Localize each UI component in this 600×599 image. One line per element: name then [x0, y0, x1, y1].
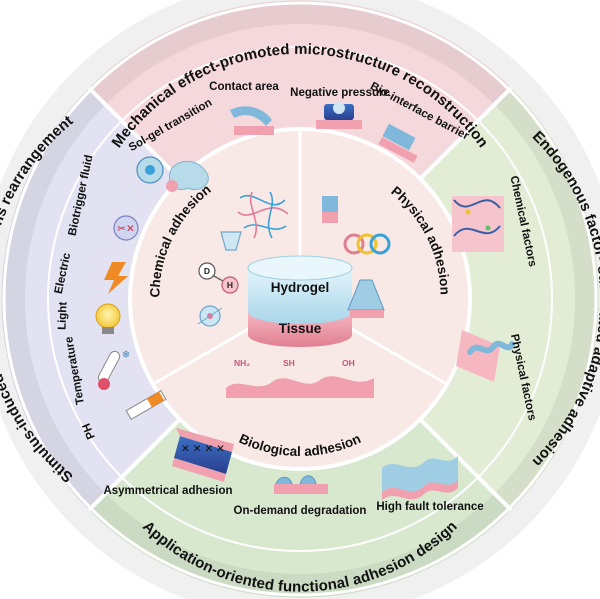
asymmetric-gel-icon [174, 436, 232, 474]
item-light: Light [57, 301, 70, 330]
biotrigger-target [166, 180, 178, 192]
light-bulb-icon [95, 303, 121, 329]
ph-strip-color [146, 391, 165, 408]
item-negative-pressure: Negative pressure [290, 87, 390, 99]
biotrigger-sphere-icon [113, 215, 139, 241]
biotrigger-core [145, 165, 155, 175]
tissue-label: Tissue [279, 321, 322, 336]
hydrogel-top [247, 255, 353, 281]
item-ph: PH [81, 421, 98, 440]
fault-tolerance-tissue-icon [382, 480, 458, 500]
light-bulb-base [102, 327, 114, 334]
vacuum-bubble-icon [333, 102, 345, 114]
molecule-letter-h: H [227, 280, 233, 290]
hydrogel-body [248, 268, 352, 324]
thiol-group-label: SH [283, 358, 295, 368]
fault-tolerance-gel-icon [382, 456, 458, 492]
pressure-tissue-icon [316, 120, 362, 129]
molecule-sphere-icon [197, 305, 223, 327]
polymer-network-icon [237, 191, 289, 239]
asymmetric-tissue-bottom [172, 458, 226, 482]
asymmetric-tissue-top [176, 428, 234, 452]
amine-group-label: NH₂ [234, 358, 250, 368]
lightning-icon [104, 262, 128, 294]
hydrogen-bond-icon: D H [198, 262, 239, 294]
item-high-fault-tolerance: High fault tolerance [376, 501, 483, 513]
hydrogel-tissue-cylinder: Hydrogel Tissue [247, 255, 353, 347]
tissue-surface-icon: NH₂ SH OH [226, 358, 374, 398]
cross-marks: ✕ ✕ ✕ ✕ [181, 443, 225, 455]
physical-factors-tissue-icon [456, 330, 500, 382]
snowflake-icon: ❄ [122, 349, 131, 361]
item-contact-area: Contact area [209, 81, 279, 93]
chemical-factor-strands [453, 199, 501, 237]
interlocking-rings-icon [343, 233, 391, 255]
block-icon [322, 196, 338, 223]
cut-marks: ✂✕ [117, 223, 135, 235]
molecule-letter-d: D [204, 266, 210, 276]
factor-dot [465, 209, 471, 215]
item-asymmetrical-adhesion: Asymmetrical adhesion [103, 485, 232, 497]
contact-tissue-icon [234, 126, 274, 135]
bottom-sector-items: ✕ ✕ ✕ ✕ Asymmetrical adhesion On-demand … [103, 428, 484, 517]
physical-factors-gel-icon [467, 340, 515, 355]
item-on-demand-degradation: On-demand degradation [234, 505, 367, 517]
degradation-tissue-icon [274, 484, 328, 494]
thermometer-bulb [98, 378, 110, 390]
barrier-tissue-icon [378, 137, 418, 163]
degradation-gel-icon [275, 475, 317, 485]
suction-cup-icon [347, 279, 385, 318]
contact-area-icon [230, 106, 272, 126]
cup-icon [220, 231, 242, 251]
title-band-divider [47, 46, 553, 552]
barrier-gel-icon [382, 123, 416, 151]
hydroxyl-group-label: OH [342, 358, 355, 368]
hydrogel-label: Hydrogel [271, 280, 330, 295]
factor-dot [485, 225, 491, 231]
